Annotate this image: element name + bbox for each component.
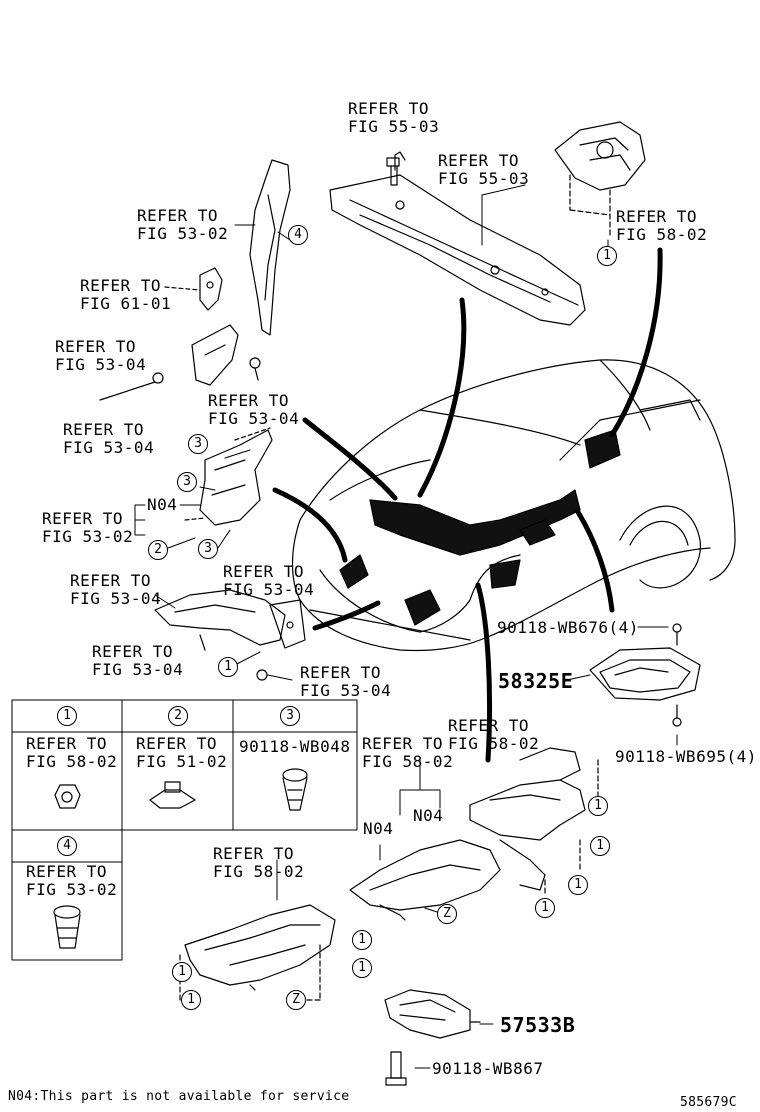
footer-note: N04:This part is not available for servi… — [8, 1089, 350, 1104]
circled-number-1: 1 — [352, 958, 372, 978]
circled-number-1: 1 — [352, 930, 372, 950]
circled-number-3: 3 — [177, 472, 197, 492]
car-body-outline — [291, 359, 736, 652]
left-tall-bracket — [249, 159, 291, 336]
callout-refer-55-03-b: REFER TO FIG 55-03 — [438, 151, 530, 188]
callout-refer-53-02-mid: REFER TO FIG 53-02 — [42, 509, 134, 546]
legend-cell-2-number: 2 — [168, 706, 188, 726]
lower-right-shields — [349, 747, 599, 921]
legend-table-lines — [11, 699, 358, 961]
callout-refer-53-04-d: REFER TO FIG 53-04 — [223, 562, 315, 599]
tag-n04-left: N04 — [147, 495, 178, 514]
right-panel-58325e — [589, 623, 701, 727]
legend-cell-4-text: REFER TO FIG 53-02 — [26, 862, 118, 899]
callout-refer-58-02-right: REFER TO FIG 58-02 — [448, 716, 540, 753]
circled-number-1: 1 — [172, 962, 192, 982]
callout-refer-53-02-top: REFER TO FIG 53-02 — [137, 206, 229, 243]
circled-number-3: 3 — [198, 539, 218, 559]
callout-refer-58-02-mid: REFER TO FIG 58-02 — [362, 734, 454, 771]
legend-cell-1-number: 1 — [57, 706, 77, 726]
callout-refer-58-02-top: REFER TO FIG 58-02 — [616, 207, 708, 244]
bottom-left-shield — [179, 904, 336, 1001]
part-number-57533b: 57533B — [500, 1013, 576, 1037]
tag-n04-mid-a: N04 — [363, 819, 394, 838]
tag-n04-mid-b: N04 — [413, 806, 444, 825]
callout-refer-53-04-a: REFER TO FIG 53-04 — [55, 337, 147, 374]
legend-cell-3-text: 90118-WB048 — [239, 737, 351, 756]
legend-cell-2-text: REFER TO FIG 51-02 — [136, 734, 228, 771]
circled-number-1: 1 — [588, 796, 608, 816]
callout-refer-53-04-g: REFER TO FIG 53-04 — [300, 663, 392, 700]
circled-number-2: 2 — [148, 540, 168, 560]
legend-fasteners — [53, 768, 308, 949]
pointer-sweeps — [272, 247, 663, 763]
circled-letter-z: Z — [437, 904, 457, 924]
circled-number-1: 1 — [568, 875, 588, 895]
callout-refer-61-01: REFER TO FIG 61-01 — [80, 276, 172, 313]
callout-refer-55-03-a: REFER TO FIG 55-03 — [348, 99, 440, 136]
leader-lines — [134, 184, 678, 1069]
engine-bay-parts — [339, 429, 621, 626]
callout-refer-53-04-c: REFER TO FIG 53-04 — [63, 420, 155, 457]
circled-number-1: 1 — [590, 836, 610, 856]
callout-refer-53-04-f: REFER TO FIG 53-04 — [92, 642, 184, 679]
bolt-top — [386, 157, 400, 186]
circled-number-3: 3 — [188, 434, 208, 454]
circled-letter-z: Z — [286, 990, 306, 1010]
callout-refer-58-02-lower: REFER TO FIG 58-02 — [213, 844, 305, 881]
part-number-90118-wb676: 90118-WB676(4) — [497, 618, 639, 637]
callout-refer-53-04-b: REFER TO FIG 53-04 — [208, 391, 300, 428]
legend-cell-1-text: REFER TO FIG 58-02 — [26, 734, 118, 771]
legend-cell-3-number: 3 — [280, 706, 300, 726]
circled-number-1: 1 — [218, 657, 238, 677]
upper-crossmember — [329, 151, 586, 326]
circled-number-1: 1 — [181, 990, 201, 1010]
part-number-58325e: 58325E — [498, 669, 574, 693]
circled-number-1: 1 — [597, 246, 617, 266]
legend-cell-4-number: 4 — [57, 836, 77, 856]
diagram-id: 585679C — [680, 1095, 737, 1110]
mid-left-bracket — [184, 427, 273, 526]
part-number-90118-wb695: 90118-WB695(4) — [615, 747, 757, 766]
upper-left-bracket — [99, 324, 261, 401]
callout-refer-53-04-e: REFER TO FIG 53-04 — [70, 571, 162, 608]
top-right-panel — [554, 121, 646, 236]
circled-number-4: 4 — [288, 225, 308, 245]
lower-left-panel — [154, 589, 306, 681]
circled-number-1: 1 — [535, 898, 555, 918]
small-bracket-61 — [164, 267, 223, 311]
bottom-plate-57533b — [384, 989, 481, 1086]
part-number-90118-wb867: 90118-WB867 — [432, 1059, 544, 1078]
